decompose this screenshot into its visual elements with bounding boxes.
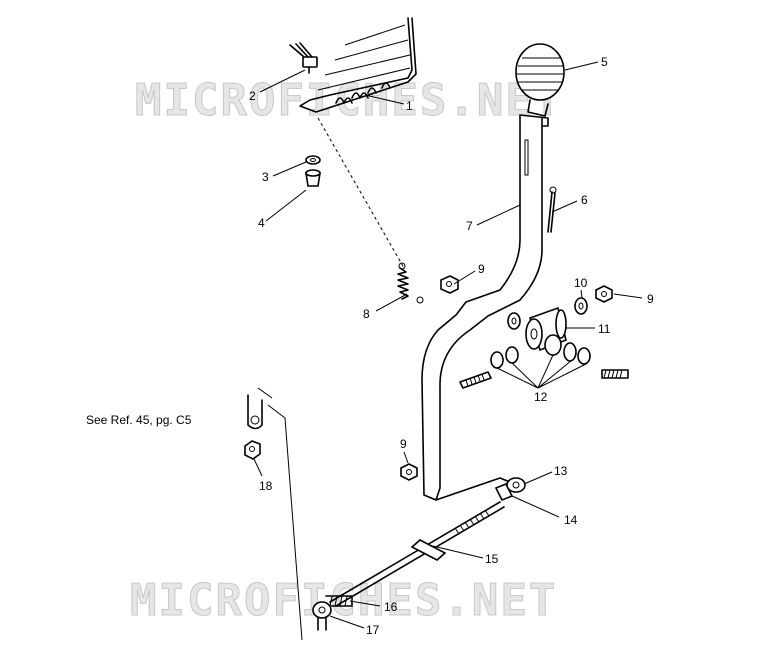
callout-5: 5 (601, 55, 608, 69)
pedal-pad (515, 43, 565, 117)
callout-18: 18 (259, 479, 273, 493)
upper-bracket (299, 17, 417, 113)
nut-9-left (440, 275, 459, 294)
return-spring-8 (397, 262, 424, 304)
callout-12: 12 (534, 390, 548, 404)
callout-6: 6 (581, 193, 588, 207)
callout-1: 1 (406, 99, 413, 113)
pivot-bolt-right (601, 369, 629, 379)
bumper-4 (305, 169, 321, 187)
washers-12 (490, 334, 591, 369)
washer-3 (305, 155, 321, 165)
callout-14: 14 (564, 513, 578, 527)
washer-10 (574, 297, 588, 315)
reference-note: See Ref. 45, pg. C5 (86, 413, 192, 427)
callout-7: 7 (466, 219, 473, 233)
pivot-bolt-left (459, 371, 492, 389)
callout-16: 16 (384, 600, 398, 614)
brake-rod-15 (329, 501, 505, 607)
callout-2: 2 (249, 89, 256, 103)
callout-8: 8 (363, 307, 370, 321)
callout-labels: 2 1 3 4 5 6 7 8 9 9 9 10 11 12 13 14 15 … (86, 55, 654, 637)
callout-15: 15 (485, 552, 499, 566)
callout-4: 4 (258, 216, 265, 230)
switch-connector (289, 42, 318, 74)
callout-13: 13 (554, 464, 568, 478)
callout-11: 11 (598, 322, 611, 336)
washer-10b (507, 312, 521, 330)
nut-9-lower (400, 463, 418, 481)
callout-17: 17 (366, 623, 380, 637)
callout-3: 3 (262, 170, 269, 184)
spring-path (317, 117, 405, 269)
leader-lines (253, 61, 643, 629)
callout-9-lower: 9 (400, 437, 407, 451)
cotter-pin-6 (547, 186, 557, 233)
pedal-arm (421, 114, 549, 501)
nut-9-right (595, 285, 613, 303)
callout-10: 10 (574, 276, 588, 290)
callout-9-right: 9 (647, 292, 654, 306)
rod-end-13-14 (494, 477, 526, 502)
lower-bracket-18 (244, 387, 303, 641)
callout-9-upper: 9 (478, 262, 485, 276)
watermark-bottom: MICROFICHES.NET (130, 575, 557, 626)
